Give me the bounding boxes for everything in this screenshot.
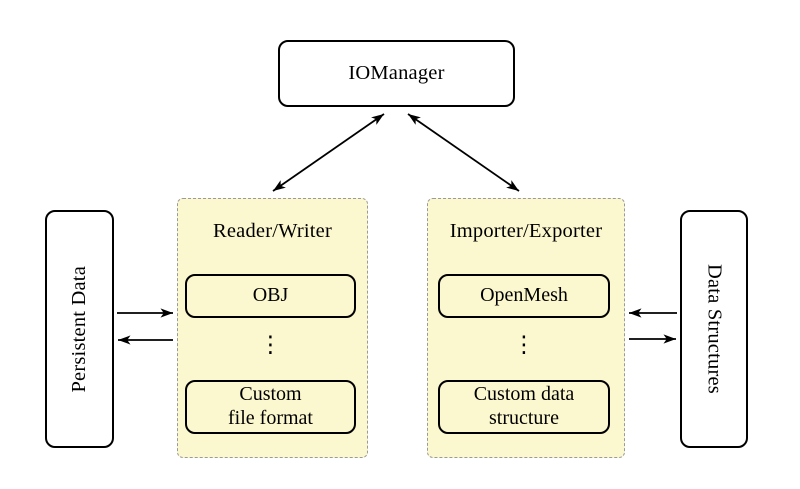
item-custom-file-format-line2: file format xyxy=(228,407,313,429)
item-obj-label: OBJ xyxy=(252,284,289,307)
group-importer-exporter-title: Importer/Exporter xyxy=(449,220,603,242)
group-importer-exporter: Importer/Exporter xyxy=(427,198,625,458)
node-iomanager-label: IOManager xyxy=(348,62,445,84)
item-custom-data-structure-line1: Custom data xyxy=(473,383,575,406)
vertical-ellipsis: ⋮ xyxy=(512,332,536,358)
item-custom-file-format-line1: Custom xyxy=(239,383,302,406)
arrow-iomanager-importer-exporter xyxy=(407,113,520,192)
item-openmesh: OpenMesh xyxy=(438,274,610,318)
item-custom-data-structure-line2: structure xyxy=(489,407,559,429)
node-data-structures-label: Data Structures xyxy=(703,264,726,394)
node-persistent-data-label: Persistent Data xyxy=(68,265,90,393)
group-reader-writer: Reader/Writer xyxy=(177,198,368,458)
node-data-structures: Data Structures xyxy=(680,210,748,448)
item-custom-data-structure: Custom data structure xyxy=(438,380,610,434)
arrow-iomanager-reader-writer xyxy=(272,113,385,192)
item-openmesh-label: OpenMesh xyxy=(480,284,568,307)
node-iomanager: IOManager xyxy=(278,40,515,107)
item-obj: OBJ xyxy=(185,274,356,318)
group-reader-writer-title: Reader/Writer xyxy=(212,220,332,242)
node-persistent-data: Persistent Data xyxy=(45,210,114,448)
vertical-ellipsis: ⋮ xyxy=(259,332,282,358)
item-custom-file-format: Custom file format xyxy=(185,380,356,434)
